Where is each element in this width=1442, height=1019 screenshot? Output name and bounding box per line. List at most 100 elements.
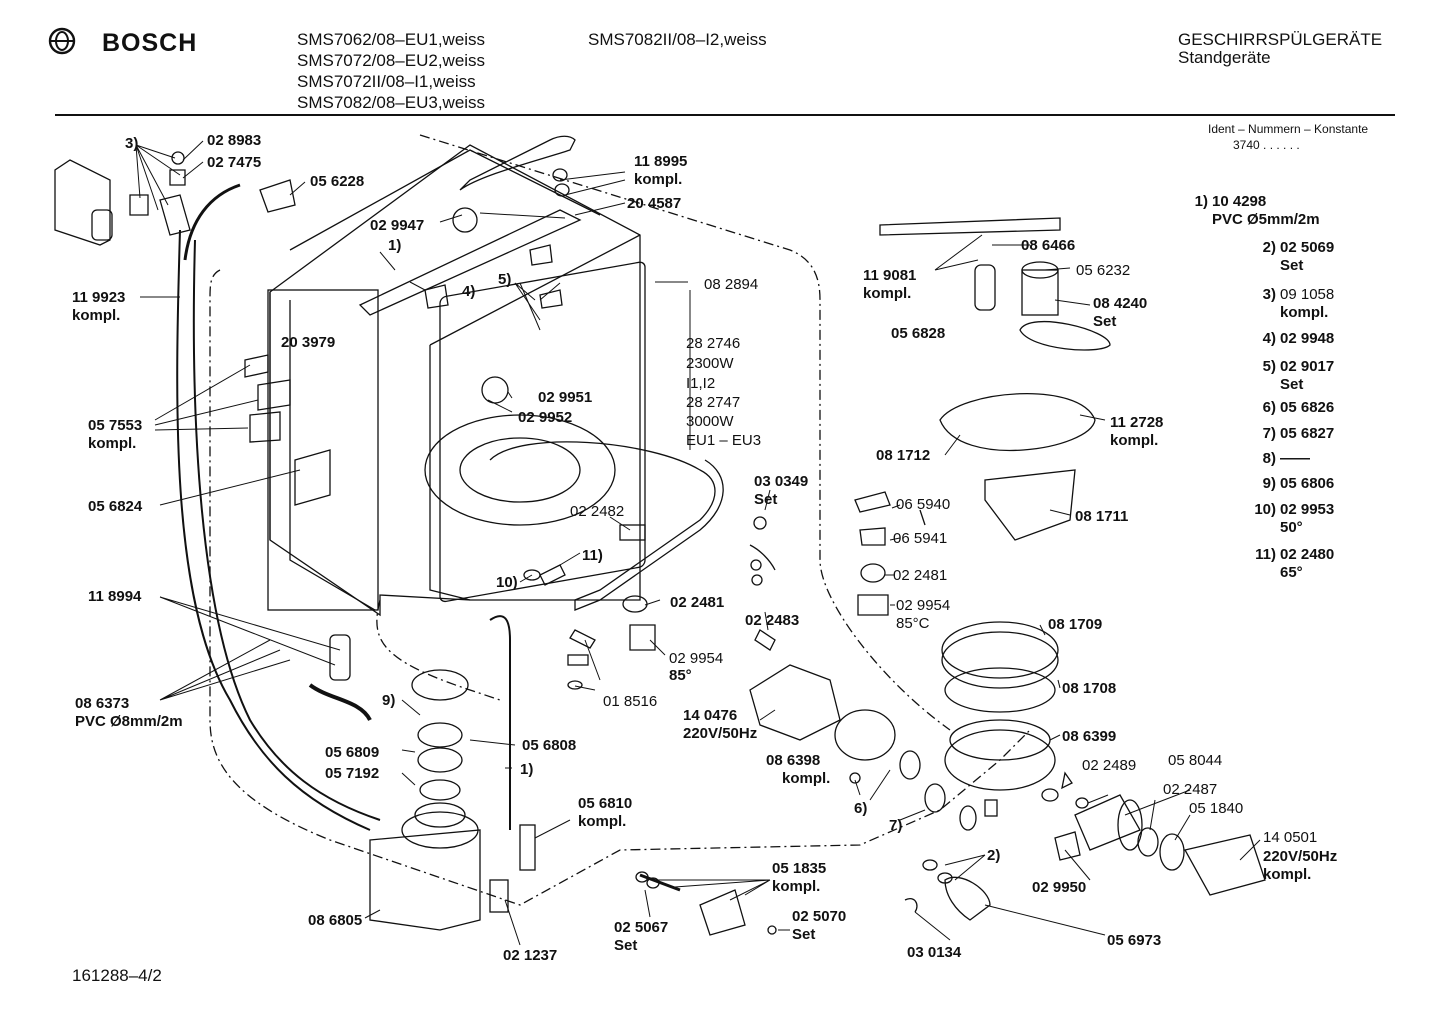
callout-label: 7)	[889, 817, 902, 834]
legend-number: 7)	[1262, 425, 1276, 442]
part-number: 02 2482	[570, 503, 624, 520]
part-number: 01 8516	[603, 693, 657, 710]
legend-number: 10)	[1254, 501, 1276, 518]
ident-value: 3740 . . . . . .	[1233, 138, 1300, 152]
legend-part: 02 9953	[1280, 501, 1335, 518]
sump-bowl	[944, 729, 1056, 791]
header-rule	[55, 114, 1395, 116]
callout-label: 1)	[388, 237, 401, 254]
heater-text: 28 2746	[686, 335, 740, 352]
door-outline	[209, 269, 1031, 906]
part-number: 08 1708	[1062, 680, 1116, 697]
heater-text: I1,I2	[686, 375, 715, 392]
callout-label: 11)	[582, 547, 603, 564]
part-number: 05 6808	[522, 737, 576, 754]
legend-part: 02 9948	[1280, 330, 1335, 347]
legend-note: kompl.	[1280, 304, 1329, 321]
part-number: 05 6228	[310, 173, 364, 190]
legend-part: 10 4298	[1212, 193, 1267, 210]
callout-label: 4)	[462, 283, 475, 300]
heater-element	[489, 441, 724, 611]
part-number: 02 9950	[1032, 879, 1086, 896]
part-number: 05 6828	[891, 325, 945, 342]
model-list: SMS7062/08–EU1,weiss SMS7072/08–EU2,weis…	[297, 29, 485, 113]
part-number: 08 6398	[766, 752, 820, 769]
part-number: 02 7475	[207, 154, 261, 171]
legend-entry: 8)——	[1186, 450, 1366, 468]
part-number: 08 6805	[308, 912, 362, 929]
callout-label: 1)	[520, 761, 533, 778]
temperature: 85°C	[896, 615, 930, 632]
drawing-number: 161288–4/2	[72, 966, 162, 985]
model-line: SMS7062/08–EU1,weiss	[297, 30, 486, 49]
part-note: kompl.	[634, 171, 682, 188]
water-pipe	[358, 209, 582, 316]
legend-note: 50°	[1280, 519, 1303, 536]
heater-text: EU1 – EU3	[686, 432, 761, 449]
part-note: kompl.	[1263, 866, 1311, 883]
part-note: kompl.	[578, 813, 626, 830]
callout-label: 10)	[496, 574, 518, 591]
part-number: 11 8994	[88, 588, 142, 605]
part-note: 220V/50Hz	[683, 725, 757, 742]
part-number: 08 1709	[1048, 616, 1102, 633]
part-number: 08 4240	[1093, 295, 1147, 312]
micro-filter	[939, 392, 1096, 452]
part-number: 02 8983	[207, 132, 261, 149]
part-number: 05 1835	[772, 860, 826, 877]
part-number: 20 4587	[627, 195, 681, 212]
part-number: 02 9952	[518, 409, 572, 426]
part-number: 05 7192	[325, 765, 379, 782]
part-number: 11 2728	[1110, 414, 1163, 431]
callout-label: 5)	[498, 271, 511, 288]
drain-pump	[1074, 794, 1141, 851]
part-number: 02 9947	[370, 217, 424, 234]
category-subtitle: Standgeräte	[1178, 48, 1271, 67]
circulation-pump	[749, 664, 841, 741]
part-number: 14 0501	[1263, 829, 1317, 846]
heater-text: 2300W	[686, 355, 734, 372]
legend-number: 2)	[1262, 239, 1276, 256]
legend-note: 65°	[1280, 564, 1303, 581]
legend-entry: 9)05 6806	[1186, 475, 1366, 493]
part-number: 02 2481	[670, 594, 724, 611]
legend-note: Set	[1280, 257, 1304, 274]
legend-part: 05 6826	[1280, 399, 1335, 416]
legend-part: 05 6806	[1280, 475, 1335, 492]
legend-part: 05 6827	[1280, 425, 1335, 442]
part-note: Set	[1093, 313, 1116, 330]
filter-cap	[411, 669, 469, 701]
heater-text: 28 2747	[686, 394, 740, 411]
part-number: 08 1711	[1075, 508, 1128, 525]
part-number: 02 2483	[745, 612, 799, 629]
lower-spray-arm	[879, 217, 1061, 236]
part-number: 08 6373	[75, 695, 129, 712]
callout-label: 3)	[125, 135, 138, 152]
model-line: SMS7082II/08–I2,weiss	[588, 30, 767, 49]
part-number: 14 0476	[683, 707, 737, 724]
part-number: 02 5067	[614, 919, 668, 936]
legend-note: PVC Ø5mm/2m	[1212, 211, 1320, 228]
part-number: 02 2489	[1082, 757, 1136, 774]
part-note: PVC Ø8mm/2m	[75, 713, 183, 730]
part-note: Set	[792, 926, 815, 943]
part-number: 08 2894	[704, 276, 758, 293]
part-number: 02 2481	[893, 567, 947, 584]
callout-label: 6)	[854, 800, 867, 817]
part-number: 05 6810	[578, 795, 632, 812]
legend-part: 09 1058	[1280, 286, 1335, 303]
upper-pipe	[459, 135, 576, 191]
part-note: kompl.	[772, 878, 820, 895]
tub-outline	[269, 144, 641, 617]
legend-number: 8)	[1262, 450, 1276, 467]
part-number: 20 3979	[281, 334, 335, 351]
part-number: 02 1237	[503, 947, 557, 964]
tub-floor	[424, 414, 616, 526]
brand-name: BOSCH	[102, 29, 198, 57]
model-line: SMS7072/08–EU2,weiss	[297, 51, 486, 70]
